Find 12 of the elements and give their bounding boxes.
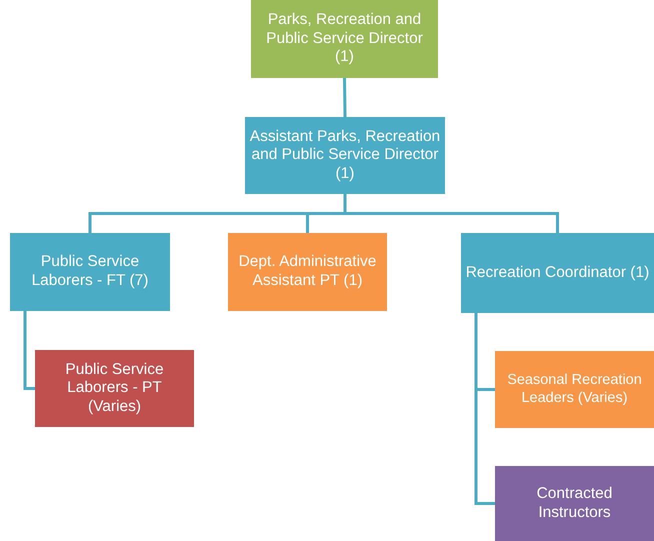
org-chart-box: Assistant Parks, Recreation and Public Service Director (1) (245, 117, 445, 194)
org-chart-box: Seasonal Recreation Leaders (Varies) (495, 351, 654, 428)
org-chart-box: Contracted Instructors (495, 466, 654, 541)
connector-line (344, 194, 559, 233)
connector-line (474, 313, 495, 505)
org-chart-box: Public Service Laborers - PT (Varies) (35, 350, 194, 427)
org-chart-box: Recreation Coordinator (1) (461, 233, 654, 313)
org-chart-box: Parks, Recreation and Public Service Director (1) (251, 0, 438, 78)
connector-line (24, 311, 35, 390)
connector-line (343, 78, 346, 118)
org-chart-box: Dept. Administrative Assistant PT (1) (228, 233, 387, 311)
org-chart-box: Public Service Laborers - FT (7) (10, 233, 170, 311)
